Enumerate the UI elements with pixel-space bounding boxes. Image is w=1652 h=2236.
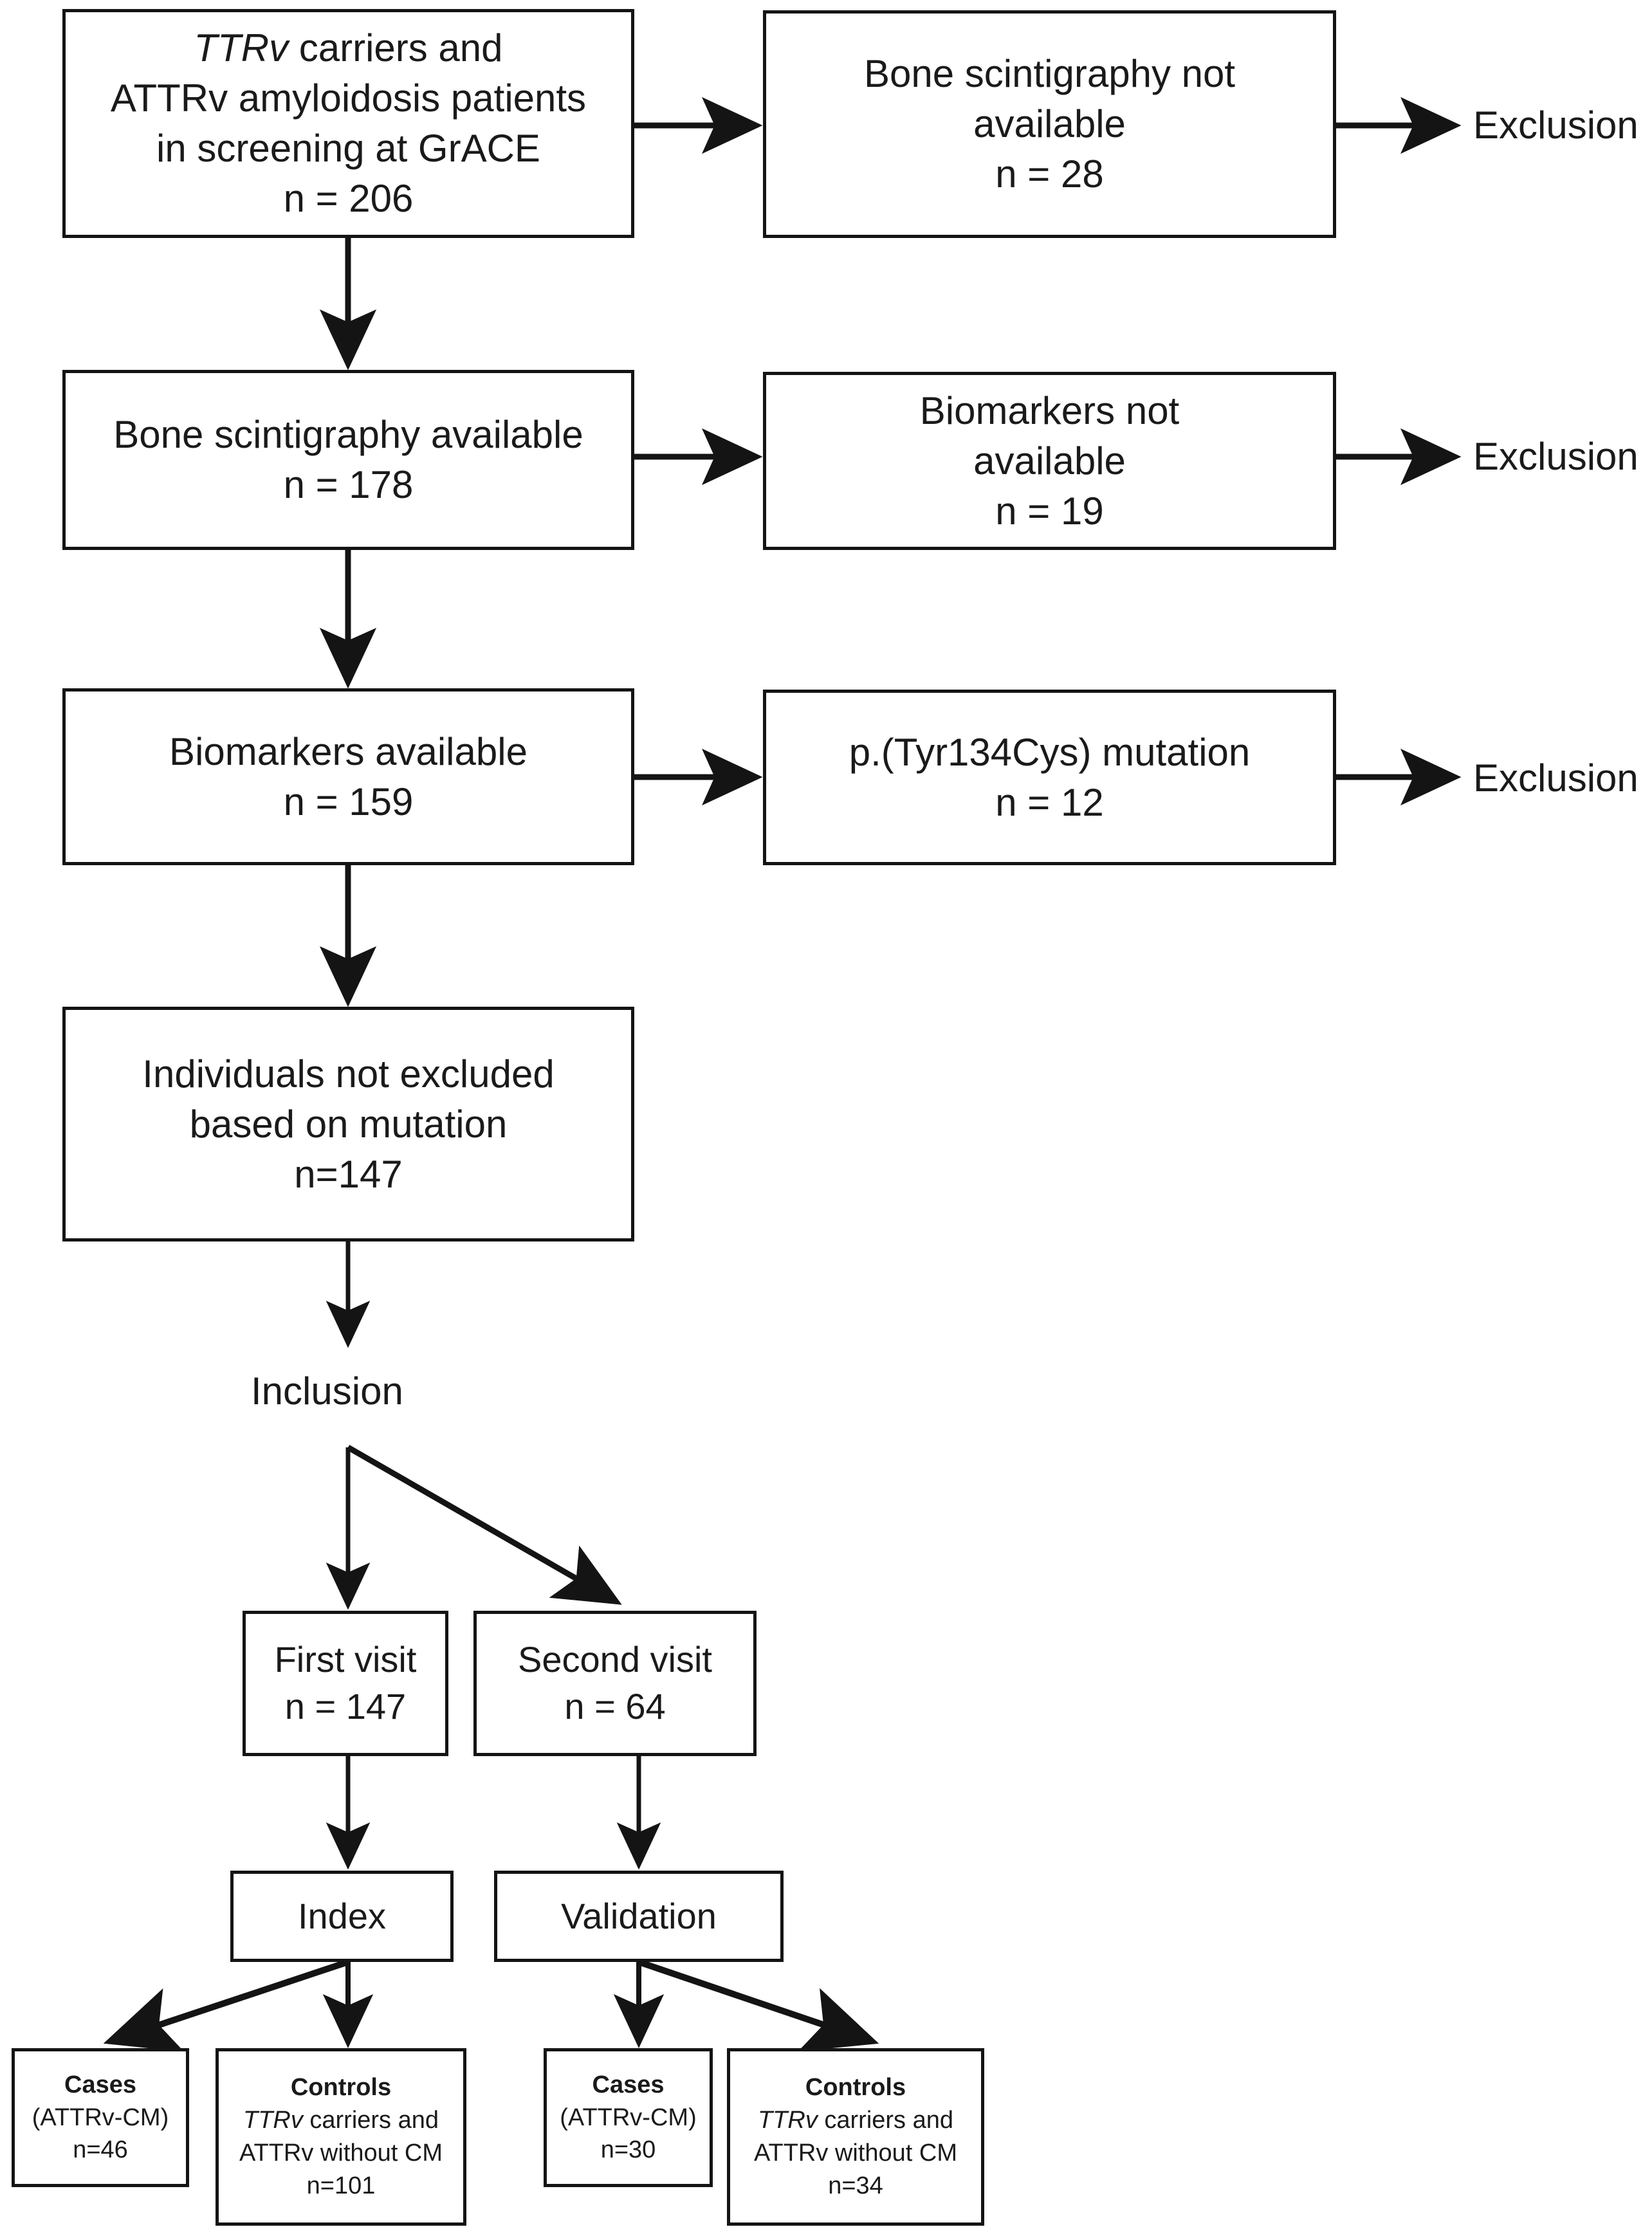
- node-line: ATTRv without CM: [753, 2140, 957, 2167]
- node-line: First visit: [274, 1639, 417, 1680]
- node-line: TTRv carriers and: [757, 2107, 954, 2134]
- node-count: n = 19: [995, 489, 1104, 533]
- label-exclusion-3: Exclusion: [1473, 756, 1638, 800]
- node-scintigraphy-not-available: Bone scintigraphy not available n = 28: [763, 10, 1336, 238]
- node-line: p.(Tyr134Cys) mutation: [849, 730, 1251, 774]
- node-line: available: [973, 102, 1126, 145]
- node-count: n=34: [828, 2172, 883, 2199]
- node-biomarkers-not-available: Biomarkers not available n = 19: [763, 372, 1336, 550]
- node-count: n = 159: [283, 780, 414, 823]
- node-line: in screening at GrACE: [156, 127, 540, 170]
- node-line: based on mutation: [189, 1102, 508, 1146]
- node-index-controls: Controls TTRv carriers and ATTRv without…: [216, 2048, 466, 2226]
- node-line: Bone scintigraphy not: [863, 52, 1236, 95]
- node-count: n=147: [294, 1152, 403, 1196]
- node-individuals-not-excluded: Individuals not excluded based on mutati…: [62, 1007, 634, 1242]
- node-scintigraphy-available: Bone scintigraphy available n = 178: [62, 370, 634, 550]
- node-count: n = 206: [283, 177, 414, 220]
- node-validation-cohort: Validation: [494, 1871, 784, 1962]
- node-line: (ATTRv-CM): [560, 2103, 697, 2131]
- node-heading: Cases: [592, 2071, 665, 2098]
- node-count: n = 12: [995, 780, 1104, 824]
- node-line: Biomarkers not: [919, 389, 1180, 432]
- node-index-cohort: Index: [230, 1871, 454, 1962]
- label-inclusion: Inclusion: [251, 1370, 403, 1413]
- node-second-visit: Second visit n = 64: [473, 1611, 757, 1756]
- label-exclusion-2: Exclusion: [1473, 435, 1638, 478]
- node-line: Index: [298, 1895, 386, 1936]
- node-validation-cases: Cases (ATTRv-CM) n=30: [544, 2048, 713, 2187]
- node-heading: Controls: [805, 2074, 906, 2102]
- node-line: ATTRv without CM: [239, 2140, 443, 2167]
- node-heading: Cases: [64, 2071, 136, 2098]
- node-line: TTRv carriers and: [243, 2107, 439, 2134]
- node-count: n = 178: [283, 463, 414, 506]
- node-first-visit: First visit n = 147: [243, 1611, 448, 1756]
- node-validation-controls: Controls TTRv carriers and ATTRv without…: [727, 2048, 984, 2226]
- node-line: Bone scintigraphy available: [113, 413, 583, 456]
- node-count: n=101: [306, 2172, 376, 2199]
- node-tyr134cys-mutation: p.(Tyr134Cys) mutation n = 12: [763, 690, 1336, 865]
- node-index-cases: Cases (ATTRv-CM) n=46: [12, 2048, 189, 2187]
- node-line: Second visit: [518, 1639, 712, 1680]
- node-count: n = 28: [995, 152, 1104, 196]
- node-line: ATTRv amyloidosis patients: [110, 77, 587, 120]
- node-count: n=30: [600, 2136, 656, 2164]
- node-line: TTRv carriers and: [194, 26, 503, 69]
- node-count: n = 64: [564, 1686, 666, 1727]
- label-exclusion-1: Exclusion: [1473, 104, 1638, 147]
- node-line: available: [973, 439, 1126, 482]
- node-biomarkers-available: Biomarkers available n = 159: [62, 688, 634, 865]
- node-heading: Controls: [290, 2074, 392, 2102]
- node-line: Validation: [561, 1895, 717, 1936]
- node-count: n=46: [73, 2136, 128, 2164]
- node-line: (ATTRv-CM): [32, 2103, 169, 2131]
- node-count: n = 147: [284, 1686, 407, 1727]
- node-line: Biomarkers available: [169, 729, 528, 773]
- node-screening-population: TTRv carriers and ATTRv amyloidosis pati…: [62, 9, 634, 238]
- node-line: Individuals not excluded: [142, 1052, 555, 1095]
